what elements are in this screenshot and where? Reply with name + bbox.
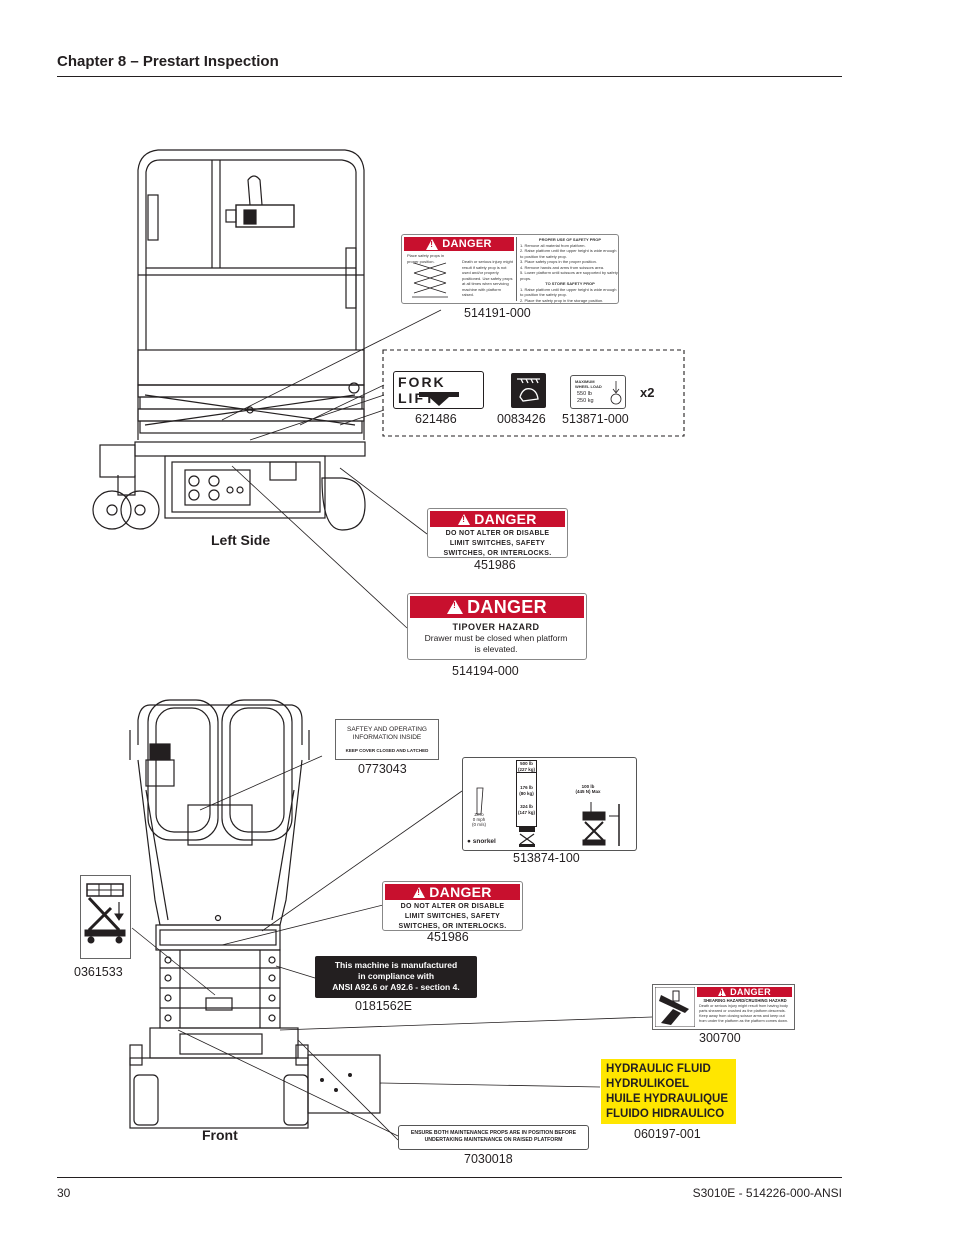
view-label-front: Front (202, 1127, 238, 1143)
wheel-load-line2: WHEEL LOAD (575, 384, 602, 389)
part-number: 0083426 (497, 412, 546, 426)
operating-info-text: SAFTEY AND OPERATING INFORMATION INSIDE (347, 726, 427, 741)
safety-prop-decal: DANGER Place safety props in proper posi… (401, 234, 619, 304)
capacity-decal: Zero 0 mph (0 m/s) 500 lb(227 kg) 176 lb… (462, 757, 637, 851)
hand-crush-icon (655, 987, 695, 1027)
part-number: 0361533 (74, 965, 123, 979)
scissor-lift-icon (84, 883, 126, 944)
load-max: 500 lb(227 kg) (517, 761, 536, 773)
tipover-message: Drawer must be closed when platform is e… (424, 633, 568, 654)
part-number: 0773043 (358, 762, 407, 776)
left-side-drawing (92, 149, 366, 531)
load-column: 500 lb(227 kg) 176 lb(80 kg) 324 lb(147 … (516, 760, 537, 827)
footer-rule (57, 1177, 842, 1178)
part-number: 451986 (474, 558, 516, 572)
danger-band: DANGER (430, 511, 565, 527)
step: 2. Raise platform until the upper height… (520, 248, 617, 259)
operating-info-sub: KEEP COVER CLOSED AND LATCHED (345, 748, 429, 753)
part-number: 514194-000 (452, 664, 519, 678)
operating-info-decal: SAFTEY AND OPERATING INFORMATION INSIDE … (335, 719, 439, 760)
scissor-pictogram-decal (80, 875, 131, 959)
safety-prop-warning: Death or serious injury might result if … (462, 259, 513, 297)
load-material: 324 lb(147 kg) (517, 804, 535, 815)
fork-lift-decal: FORK LIFT (393, 371, 484, 409)
ansi-decal: This machine is manufactured in complian… (315, 956, 477, 998)
wind-text: Zero 0 mph (0 m/s) (472, 812, 486, 827)
side-force-icon (582, 802, 620, 846)
view-label-left-side: Left Side (211, 532, 271, 548)
wheel-load-decal: MAXIMUM WHEEL LOAD 550 lb 250 kg (570, 375, 626, 409)
store-step: 2. Place the safety prop in the storage … (520, 297, 604, 303)
wind-icon (476, 787, 484, 815)
danger-band: DANGER (385, 884, 520, 900)
ansi-text: This machine is manufactured in complian… (332, 960, 460, 992)
danger-band: DANGER (404, 237, 514, 251)
limit-switches-decal: DANGER DO NOT ALTER OR DISABLE LIMIT SWI… (427, 508, 568, 558)
part-number: 300700 (699, 1031, 741, 1045)
limit-switches-decal: DANGER DO NOT ALTER OR DISABLE LIMIT SWI… (382, 881, 523, 931)
decal-group-box (382, 349, 685, 437)
part-number: 513871-000 (562, 412, 629, 426)
part-number: 0181562E (355, 999, 413, 1013)
panel-title: PROPER USE OF SAFETY PROP (538, 237, 602, 242)
part-number: 060197-001 (634, 1127, 701, 1141)
step: 4. Remove hands and arms from scissors a… (520, 264, 605, 270)
tipover-decal: DANGER TIPOVER HAZARD Drawer must be clo… (407, 593, 587, 660)
store-step: 1. Raise platform until the upper height… (520, 286, 617, 298)
maintenance-props-decal: ENSURE BOTH MAINTENANCE PROPS ARE IN POS… (398, 1125, 589, 1150)
wheel-load-lb: 550 lb (577, 391, 592, 397)
down-arrow-icon (419, 392, 459, 406)
limit-switches-text: DO NOT ALTER OR DISABLE LIMIT SWITCHES, … (398, 903, 507, 930)
front-drawing (129, 699, 381, 1129)
shearing-title: SHEARING HAZARD/CRUSHING HAZARD (703, 998, 787, 1003)
platform-icon (519, 826, 535, 847)
limit-switches-text: DO NOT ALTER OR DISABLE LIMIT SWITCHES, … (443, 530, 552, 557)
page-title: Chapter 8 – Prestart Inspection (57, 53, 279, 70)
hydraulic-text: HYDRAULIC FLUID HYDRULIKOEL HUILE HYDRAU… (606, 1063, 729, 1120)
wheel-load-line1: MAXIMUM (575, 379, 595, 384)
safety-prop-instructions: PROPER USE OF SAFETY PROP 1. Remove all … (516, 237, 620, 303)
shearing-decal: DANGER SHEARING HAZARD/CRUSHING HAZARD D… (652, 984, 795, 1030)
maintenance-props-text: ENSURE BOTH MAINTENANCE PROPS ARE IN POS… (410, 1130, 577, 1143)
page-number: 30 (57, 1186, 71, 1200)
part-number: 621486 (415, 412, 457, 426)
part-number: 451986 (427, 930, 469, 944)
wheel-arrow-icon (610, 381, 622, 405)
hydraulic-decal: HYDRAULIC FLUID HYDRULIKOEL HUILE HYDRAU… (601, 1059, 736, 1124)
step: 5. Lower platform until scissors are sup… (520, 270, 618, 281)
diagram-caption: Place safety props in proper position. (407, 253, 445, 264)
side-force: 100 lb(445 N) Max (575, 784, 601, 794)
step: 1. Remove all material from platform. (520, 242, 586, 248)
load-person: 176 lb(80 kg) (519, 785, 534, 796)
part-number: 514191-000 (464, 306, 531, 320)
store-title: TO STORE SAFETY PROP (545, 281, 595, 286)
document-id: S3010E - 514226-000-ANSI (692, 1186, 842, 1200)
header-rule (57, 76, 842, 77)
part-number: 513874-100 (513, 851, 580, 865)
leader-lines (131, 309, 653, 1141)
hand-crush-icon (511, 373, 546, 408)
tipover-title: TIPOVER HAZARD (452, 622, 540, 632)
brand-logo: ● snorkel (467, 838, 496, 845)
scissor-prop-icon (412, 262, 448, 298)
part-number: 7030018 (464, 1152, 513, 1166)
step: 3. Place safety props in the proper posi… (520, 259, 597, 264)
wheel-load-kg: 250 kg (577, 398, 594, 404)
danger-band: DANGER (697, 987, 792, 998)
multiplier-x2: x2 (640, 385, 655, 400)
shearing-body: Death or serious injury might result fro… (699, 1004, 789, 1023)
danger-band: DANGER (410, 596, 584, 618)
